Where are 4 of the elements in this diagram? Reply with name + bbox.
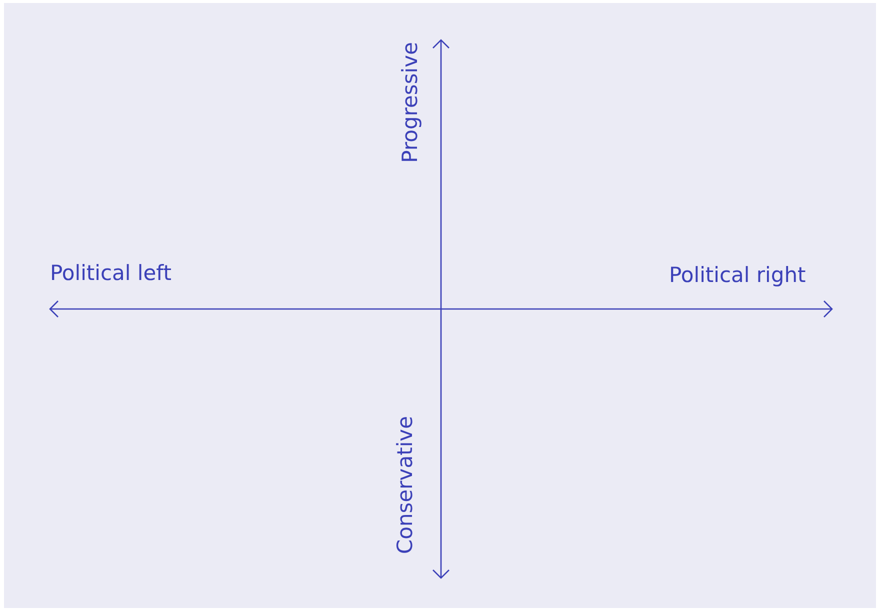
axis-label: Progressive (400, 42, 421, 163)
axis-label: Conservative (395, 416, 416, 554)
axis-label: Political right (669, 265, 806, 286)
axis-label: Political left (50, 263, 172, 284)
